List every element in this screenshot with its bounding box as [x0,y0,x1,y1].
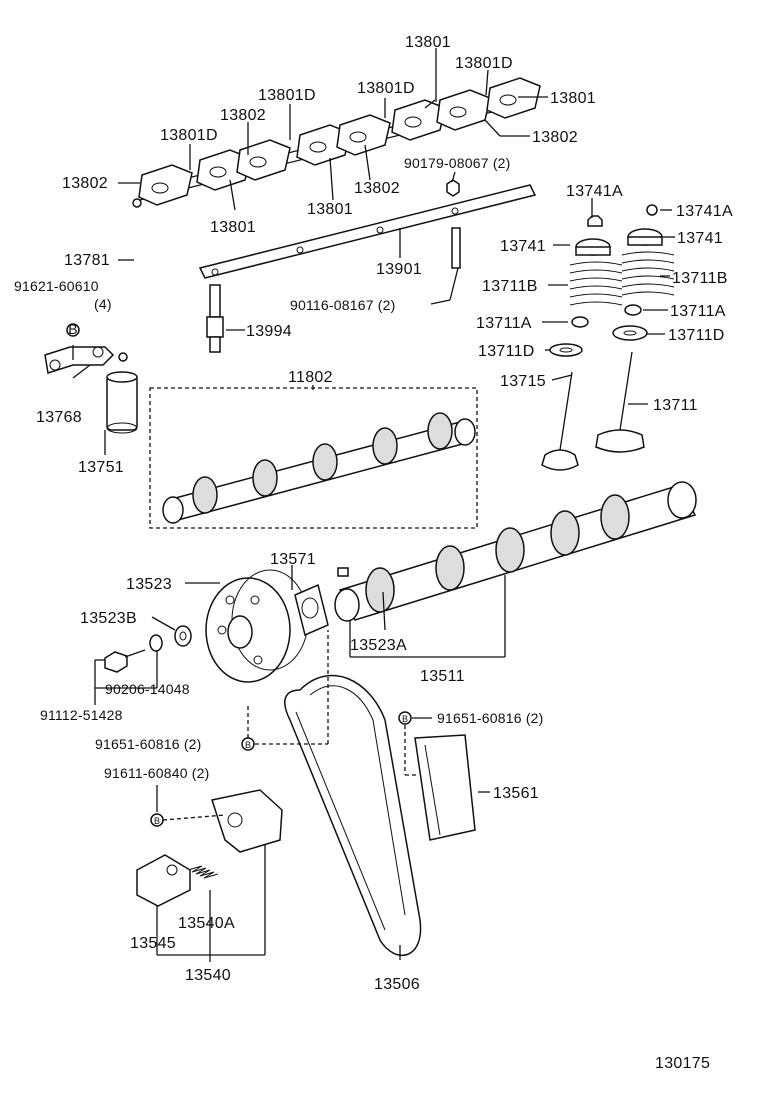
badge-b-1: B [66,321,80,337]
label-13545: 13545 [130,935,176,952]
diagram-id: 130175 [655,1055,710,1072]
label-13571: 13571 [270,551,316,568]
label-13711D-b: 13711D [668,327,725,344]
rocker-arm-6 [391,99,446,141]
label-13540: 13540 [185,967,231,984]
valve-stack-left [549,215,623,357]
valve-stack-right [612,204,675,341]
label-13801-top: 13801 [405,34,451,51]
label-13994: 13994 [246,323,292,340]
badge-b-4: B [150,813,164,827]
label-13801-right: 13801 [550,90,596,107]
nut-90179 [446,179,460,197]
leader-lines [72,48,675,962]
rocker-arm-3 [236,139,291,181]
chain-damper [414,734,476,841]
valve-lifter [106,371,138,434]
rocker-support-bar [198,184,537,279]
thrust-plate [294,583,329,637]
washer-90206 [149,634,163,652]
rocker-shaft-assembly [138,77,541,206]
label-13506: 13506 [374,976,420,993]
tensioner-spring [187,865,219,879]
camshaft-gear [205,569,309,683]
label-13523A: 13523A [350,637,407,654]
tensioner-body-13545 [136,854,191,907]
label-13802-a: 13802 [220,107,266,124]
rocker-arm-4 [296,124,351,166]
label-91611: 91611-60840 (2) [104,765,209,781]
label-13523B: 13523B [80,610,137,627]
label-13523: 13523 [126,576,172,593]
label-13802-left: 13802 [62,175,108,192]
pushrod [118,198,142,362]
bolt-91112 [104,649,146,673]
camshaft-11802 [162,412,476,524]
label-13801-a: 13801 [210,219,256,236]
svg-text:B: B [68,321,78,337]
stud-90116 [451,227,461,269]
washer-13523B [174,625,192,647]
svg-text:B: B [402,714,408,724]
valve-13711 [595,351,645,453]
chain-tensioner [211,789,283,853]
label-13711A-b: 13711A [670,303,726,320]
valve-13715 [541,371,579,471]
valve-spring-right [621,251,675,296]
label-13711D-a: 13711D [478,343,535,360]
svg-text:B: B [154,816,160,826]
camshaft-box [149,387,478,529]
label-13801-b: 13801 [307,201,353,218]
label-13802-mid: 13802 [354,180,400,197]
rocker-arm-2 [196,149,251,191]
rocker-arm-5 [336,114,391,156]
timing-chain [284,674,422,957]
label-13711B-b: 13711B [672,270,728,287]
label-13801D-c: 13801D [258,87,316,104]
label-13801D-d: 13801D [160,127,218,144]
label-13715: 13715 [500,373,546,390]
label-91651-a: 91651-60816 (2) [95,736,202,752]
valve-spring-left [569,261,623,306]
label-13540A: 13540A [178,915,235,932]
label-13802-right: 13802 [532,129,578,146]
label-13768: 13768 [36,409,82,426]
label-91621-qty: (4) [94,296,112,312]
rocker-arm-1 [138,164,193,206]
label-13751: 13751 [78,459,124,476]
part-labels: 13801 13801D 13801D 13801 13801D 13802 1… [14,34,733,1072]
label-91621: 91621-60610 [14,278,99,294]
rocker-arm-7 [436,89,491,131]
badge-b-3: B [398,711,412,725]
label-13781: 13781 [64,252,110,269]
stud-13994 [206,284,224,353]
lifter-clip [44,346,115,374]
label-13741A-b: 13741A [676,203,733,220]
label-13801D-a: 13801D [455,55,513,72]
label-90116: 90116-08167 (2) [290,297,395,313]
rocker-arm-8 [486,77,541,119]
label-13711A-a: 13711A [476,315,532,332]
label-91651-b: 91651-60816 (2) [437,710,544,726]
label-13711B-a: 13711B [482,278,538,295]
label-13711: 13711 [653,397,698,414]
label-13741-a: 13741 [500,238,546,255]
label-90179: 90179-08067 (2) [404,155,511,171]
label-90206: 90206-14048 [105,681,190,697]
label-13511: 13511 [420,668,465,685]
badge-b-2: B [241,737,255,751]
svg-text:B: B [245,740,251,750]
label-91112: 91112-51428 [40,707,123,723]
key-13523A [337,567,349,577]
label-13901: 13901 [376,261,422,278]
label-11802: 11802 [288,369,333,386]
label-13561: 13561 [493,785,539,802]
camshaft-13511 [334,481,697,622]
label-13741A-a: 13741A [566,183,623,200]
label-13801D-b: 13801D [357,80,415,97]
label-13741-b: 13741 [677,230,723,247]
